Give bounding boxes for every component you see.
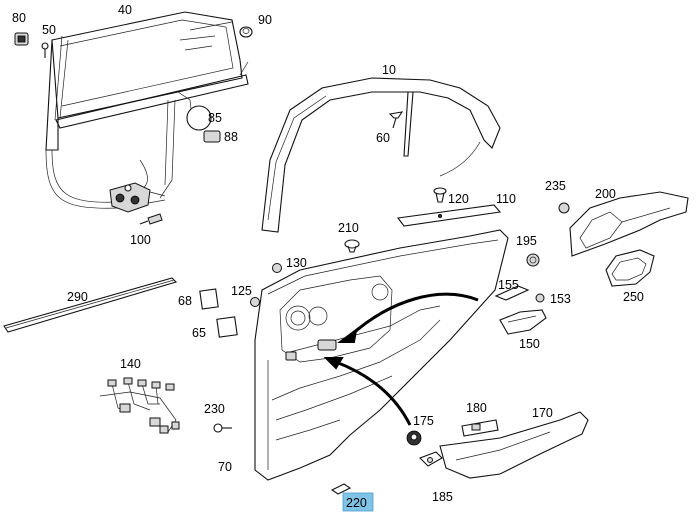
part-label-60[interactable]: 60: [376, 131, 390, 145]
part-label-175[interactable]: 175: [413, 414, 434, 428]
part-label-85[interactable]: 85: [208, 111, 222, 125]
part-label-140[interactable]: 140: [120, 357, 141, 371]
part-label-220[interactable]: 220: [346, 496, 367, 510]
pin-part-60[interactable]: [388, 111, 404, 129]
part-label-130[interactable]: 130: [286, 256, 307, 270]
nut-part-130[interactable]: [272, 263, 282, 273]
part-label-90[interactable]: 90: [258, 13, 272, 27]
part-label-40[interactable]: 40: [118, 3, 132, 17]
screw-part-100[interactable]: [139, 213, 163, 225]
part-label-180[interactable]: 180: [466, 401, 487, 415]
trim-panel-part-200[interactable]: [569, 191, 689, 257]
bolt-part-210[interactable]: [344, 239, 360, 253]
seal-strip-part-290[interactable]: [3, 277, 178, 333]
part-label-210[interactable]: 210: [338, 221, 359, 235]
switch-part-180[interactable]: [461, 419, 499, 437]
part-label-70[interactable]: 70: [218, 460, 232, 474]
part-label-235[interactable]: 235: [545, 179, 566, 193]
handle-trim-part-155[interactable]: [494, 285, 530, 301]
strip-part-110[interactable]: [396, 204, 502, 227]
cover-part-185[interactable]: [419, 451, 443, 467]
clip-part-80[interactable]: [14, 32, 29, 46]
part-label-110[interactable]: 110: [496, 192, 516, 206]
highlight-box-220: [342, 492, 374, 512]
part-label-100[interactable]: 100: [130, 233, 151, 247]
part-label-170[interactable]: 170: [532, 406, 553, 420]
assembly-arrow-upper: [337, 292, 479, 343]
latch-part-220[interactable]: [330, 483, 352, 495]
part-label-10[interactable]: 10: [382, 63, 396, 77]
button-part-195[interactable]: [526, 253, 540, 267]
part-label-65[interactable]: 65: [192, 326, 206, 340]
part-label-88[interactable]: 88: [224, 130, 238, 144]
part-label-68[interactable]: 68: [178, 294, 192, 308]
part-label-200[interactable]: 200: [595, 187, 616, 201]
part-label-230[interactable]: 230: [204, 402, 225, 416]
door-trim-panel[interactable]: [254, 229, 509, 481]
speaker-cover-part-250[interactable]: [605, 249, 655, 287]
part-label-290[interactable]: 290: [67, 290, 88, 304]
nut-part-125[interactable]: [250, 297, 260, 307]
wiring-harness-part-140[interactable]: [99, 377, 180, 434]
screw-part-230[interactable]: [213, 423, 232, 433]
screw-part-50[interactable]: [41, 42, 49, 58]
part-label-185[interactable]: 185: [432, 490, 453, 504]
part-label-80[interactable]: 80: [12, 11, 26, 25]
armrest-part-170[interactable]: [439, 411, 589, 479]
part-label-153[interactable]: 153: [550, 292, 571, 306]
clip-part-235[interactable]: [558, 202, 570, 214]
cap-part-90[interactable]: [239, 26, 253, 38]
clip-part-153[interactable]: [535, 293, 545, 303]
part-label-155[interactable]: 155: [498, 278, 519, 292]
clip-part-120[interactable]: [433, 187, 447, 203]
part-label-150[interactable]: 150: [519, 337, 540, 351]
clip-part-88[interactable]: [203, 130, 221, 143]
part-label-195[interactable]: 195: [516, 234, 537, 248]
part-label-125[interactable]: 125: [231, 284, 252, 298]
handle-part-150[interactable]: [499, 309, 547, 335]
part-label-50[interactable]: 50: [42, 23, 56, 37]
part-label-250[interactable]: 250: [623, 290, 644, 304]
pad-part-68[interactable]: [199, 288, 219, 310]
door-seal-part-10[interactable]: [261, 77, 501, 233]
pad-part-65[interactable]: [216, 316, 238, 338]
plug-part-85[interactable]: [186, 105, 212, 131]
window-motor-part[interactable]: [109, 182, 166, 213]
part-label-120[interactable]: 120: [448, 192, 469, 206]
knob-part-175[interactable]: [406, 430, 422, 446]
assembly-arrow-lower: [323, 357, 412, 426]
